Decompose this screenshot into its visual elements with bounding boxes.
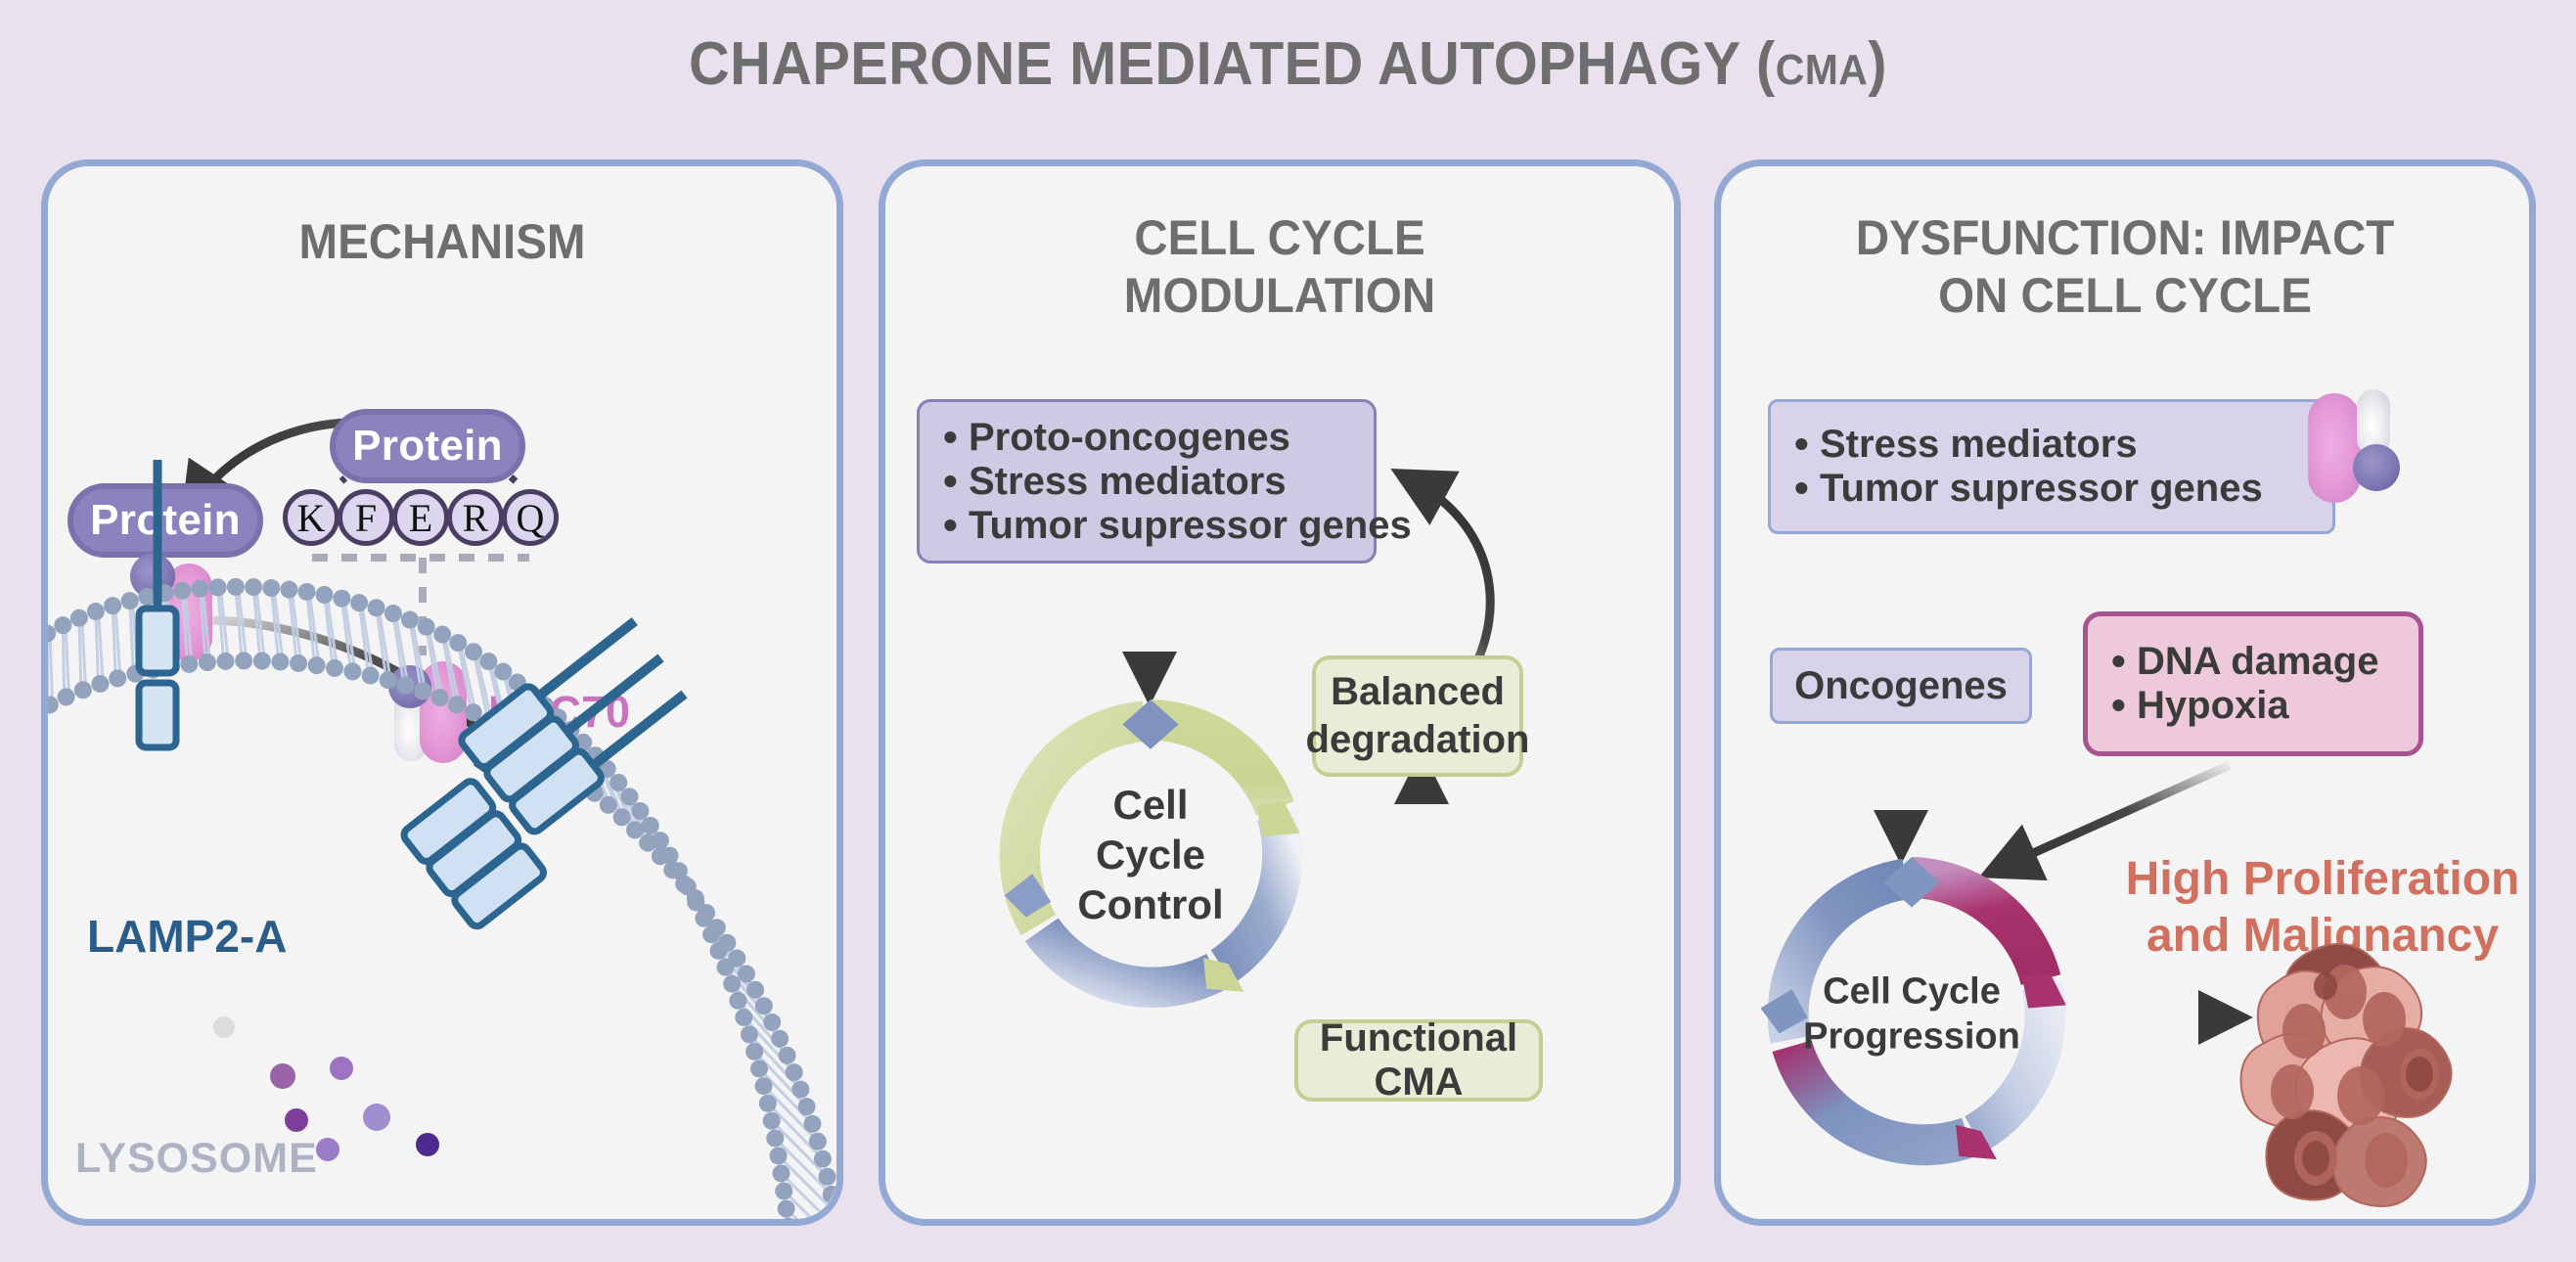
aa-circle-R: R <box>447 489 504 546</box>
ring-label-line: Cell Cycle <box>1823 970 2001 1013</box>
chaperone-icon-hsc70 <box>388 655 467 763</box>
panel-dysfunction-title-line1: DYSFUNCTION: IMPACT <box>1855 210 2395 265</box>
stressor-item: Hypoxia <box>2107 682 2399 729</box>
panel-modulation-title: CELL CYCLE MODULATION <box>905 209 1654 325</box>
aa-circle-E: E <box>392 489 449 546</box>
functional-cma-label: Functional CMA <box>1319 1016 1518 1104</box>
protein-pill-top-label: Protein <box>352 422 503 470</box>
stressor-item: DNA damage <box>2107 638 2399 685</box>
tumor-cluster-layer <box>2239 942 2453 1207</box>
target-item: Proto-oncogenes <box>939 414 1354 461</box>
panel-mechanism-title: MECHANISM <box>298 214 586 269</box>
panel-modulation-title-line1: CELL CYCLE <box>1134 210 1425 265</box>
ring-label-line: Control <box>1077 881 1224 928</box>
modulation-arrows-layer <box>1122 468 1495 1027</box>
tumor-cell-cluster-icon <box>2239 942 2453 1207</box>
accumulated-item: Stress mediators <box>1790 421 2313 468</box>
receptor-icon-lamp2a <box>135 460 180 751</box>
panel-dysfunction-title-line2: ON CELL CYCLE <box>1938 268 2312 323</box>
ring-cell-cycle-control-label: Cell Cycle Control <box>995 780 1306 930</box>
page-title: CHAPERONE MEDIATED AUTOPHAGY (CMA) <box>90 29 2486 99</box>
dysfunction-arrows-layer <box>1874 732 2253 1045</box>
target-item: Stress mediators <box>939 458 1354 505</box>
ring-cell-cycle-progression-label: Cell Cycle Progression <box>1754 969 2069 1060</box>
accumulated-item: Tumor supressor genes <box>1790 465 2313 512</box>
balanced-degradation-line2: degradation <box>1305 718 1530 761</box>
page-title-main: CHAPERONE MEDIATED AUTOPHAGY ( <box>689 30 1776 98</box>
outcome-label: High Proliferation and Malignancy <box>2122 851 2523 964</box>
ring-label-line: Cell <box>1112 782 1189 829</box>
arrow-stressors-to-ring <box>1978 760 2232 881</box>
panel-dysfunction-title: DYSFUNCTION: IMPACT ON CELL CYCLE <box>1741 209 2509 325</box>
translocon-icon <box>400 617 688 930</box>
protein-pill-top: Protein <box>330 409 525 483</box>
stressors-box: DNA damage Hypoxia <box>2083 611 2423 756</box>
degraded-peptide-dots <box>213 1016 439 1161</box>
balanced-degradation-box: Balanced degradation <box>1306 655 1529 777</box>
ring-cell-cycle-progression: Cell Cycle Progression <box>1754 857 2069 1172</box>
aa-circle-F: F <box>338 489 394 546</box>
functional-cma-box: Functional CMA <box>1294 1016 1543 1104</box>
arrow-degradation-to-targets <box>1390 468 1495 674</box>
lamp2a-label: LAMP2-A <box>87 911 288 962</box>
oncogenes-box: Oncogenes <box>1770 648 2032 724</box>
circular-arrow-ring-icon <box>999 699 1303 1008</box>
cma-targets-box: Proto-oncogenes Stress mediators Tumor s… <box>917 399 1412 563</box>
ring-label-line: Cycle <box>1095 832 1206 879</box>
oncogenes-label: Oncogenes <box>1794 663 2008 707</box>
chaperone-icon-dysfunction <box>2308 389 2425 505</box>
protein-pill-left: Protein <box>68 483 263 558</box>
aa-circle-K: K <box>283 489 339 546</box>
panel-modulation-title-line2: MODULATION <box>1123 268 1436 323</box>
lysosome-layer <box>48 460 836 1219</box>
outcome-line1: High Proliferation <box>2125 853 2520 905</box>
balanced-degradation-line1: Balanced <box>1331 670 1505 714</box>
circular-arrow-ring-icon-progression <box>1760 857 2066 1166</box>
page-title-abbrev: CMA <box>1775 46 1869 94</box>
target-item: Tumor supressor genes <box>939 502 1412 549</box>
panel-modulation: CELL CYCLE MODULATION Proto-oncogenes St… <box>879 159 1681 1226</box>
aa-circle-Q: Q <box>502 489 559 546</box>
protein-pill-left-label: Protein <box>90 496 241 544</box>
ring-label-line: Progression <box>1803 1016 2020 1058</box>
panel-mechanism: MECHANISM <box>41 159 843 1226</box>
ring-cell-cycle-control: Cell Cycle Control <box>995 699 1306 1011</box>
page-title-close: ) <box>1868 30 1887 98</box>
lysosome-label: LYSOSOME <box>75 1135 318 1182</box>
panel-dysfunction: DYSFUNCTION: IMPACT ON CELL CYCLE Stress… <box>1714 159 2536 1226</box>
